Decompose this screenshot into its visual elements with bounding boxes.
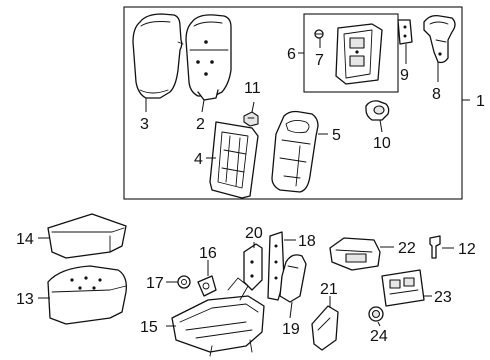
callout-18: 18 [298,233,316,250]
part-14-cushion-upper [47,213,127,259]
callout-11: 11 [244,80,261,97]
callout-23: 23 [434,289,452,306]
callout-7: 7 [315,52,324,69]
callout-14: 14 [16,231,34,248]
callout-21: 21 [320,281,338,298]
callout-20: 20 [245,225,263,242]
part-4-back-frame [209,121,259,199]
part-7-cap [314,29,324,39]
callout-16: 16 [199,245,217,262]
part-19-trim-cover [279,254,307,303]
part-5-console-housing [271,110,319,193]
part-11-bracket [243,111,259,127]
part-17-bolt [177,275,191,289]
part-10-grommet [365,100,390,121]
part-6-latch-housing [335,23,383,85]
callout-2: 2 [196,116,205,133]
callout-10: 10 [373,135,391,152]
part-2-back-pad [185,14,232,101]
callout-1: 1 [476,93,485,110]
callout-15: 15 [140,319,158,336]
callout-12: 12 [458,241,476,258]
callout-24: 24 [370,328,388,345]
callout-labels: 1 3 2 11 4 5 6 7 9 8 10 14 13 15 16 17 2… [16,46,485,345]
callout-8: 8 [432,86,441,103]
part-8-hinge [423,14,456,64]
callout-4: 4 [194,151,203,168]
part-9-clip [397,19,413,45]
callout-19: 19 [282,321,300,338]
callout-6: 6 [287,46,296,63]
part-21-bracket [311,305,339,351]
part-20-side-bracket [243,243,263,291]
leader-lines [38,38,470,327]
part-18-recliner-plate [267,231,285,301]
part-24-knob [368,306,384,322]
part-22-module [329,237,381,271]
callout-13: 13 [16,291,34,308]
part-12-pin [429,235,441,259]
callout-3: 3 [140,116,149,133]
callout-22: 22 [398,240,416,257]
callout-9: 9 [400,67,409,84]
part-3-back-cover [132,13,184,99]
callout-17: 17 [146,275,164,292]
part-15-seat-frame [171,277,265,357]
assembly-box-1 [123,6,463,200]
callout-5: 5 [332,127,341,144]
part-13-cushion-lower [47,265,127,325]
part-23-switch-panel [381,269,425,307]
part-16-pivot [197,275,217,297]
